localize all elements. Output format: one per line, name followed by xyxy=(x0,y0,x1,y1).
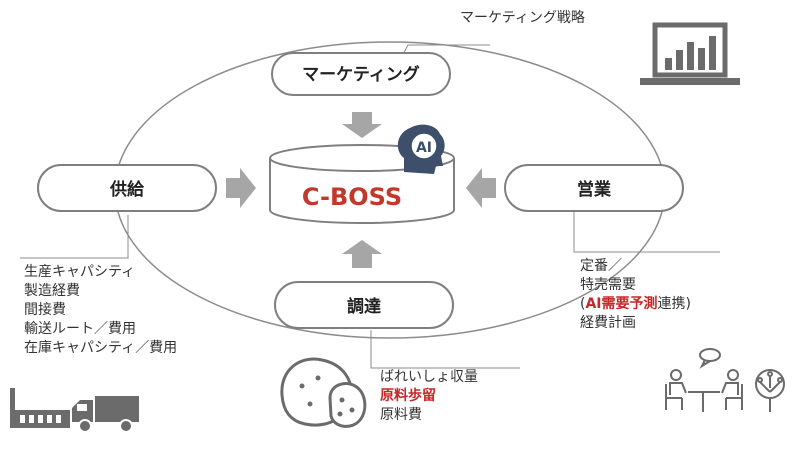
arrow-from-supply xyxy=(226,168,256,208)
center-label: C-BOSS xyxy=(302,183,402,211)
sales-item-3-rest: 連携) xyxy=(657,296,691,312)
node-sales-label: 営業 xyxy=(577,179,611,200)
supply-item: 輸送ルート／費用 xyxy=(24,321,136,337)
ai-demand-forecast-highlight: AI需要予測 xyxy=(585,296,658,312)
sales-item-3-open: ( xyxy=(580,296,586,312)
procurement-notes: ばれいしょ収量 原料歩留 原料費 xyxy=(380,368,478,425)
supply-notes: 生産キャパシティ 製造経費 間接費 輸送ルート／費用 在庫キャパシティ／費用 xyxy=(24,263,177,358)
supply-item: 在庫キャパシティ／費用 xyxy=(24,340,178,356)
sales-callout-line xyxy=(573,212,720,253)
node-procurement: 調達 xyxy=(274,281,454,329)
node-marketing-label: マーケティング xyxy=(302,64,420,85)
arrow-from-marketing xyxy=(342,112,382,138)
laptop-chart-icon xyxy=(640,22,740,85)
potato-icon xyxy=(280,357,367,428)
sales-item-2: 特売需要 xyxy=(580,277,636,293)
node-marketing: マーケティング xyxy=(271,52,451,96)
node-supply-label: 供給 xyxy=(109,179,145,200)
node-procurement-label: 調達 xyxy=(347,296,381,317)
marketing-strategy-label: マーケティング戦略 xyxy=(460,10,585,26)
sales-item-4: 経費計画 xyxy=(580,315,636,331)
node-sales: 営業 xyxy=(504,164,684,212)
supply-callout-line xyxy=(20,215,129,259)
supply-item: 製造経費 xyxy=(24,283,80,299)
ai-badge-label: AI xyxy=(416,140,432,156)
factory-icon xyxy=(10,388,70,428)
sales-notes: 定番／ 特売需要 (AI需要予測連携) 経費計画 xyxy=(580,257,691,333)
sales-item-3: (AI需要予測連携) xyxy=(580,295,691,314)
marketing-strategy-note: マーケティング戦略 xyxy=(460,9,585,28)
procurement-item-3: 原料費 xyxy=(380,407,422,423)
supply-item: 間接費 xyxy=(24,302,66,318)
arrow-from-procurement xyxy=(342,240,382,268)
procurement-callout-line xyxy=(370,330,520,369)
sales-item-1: 定番／ xyxy=(580,258,622,274)
procurement-item-1: ばれいしょ収量 xyxy=(380,369,478,385)
node-supply: 供給 xyxy=(37,164,217,212)
raw-material-yield-highlight: 原料歩留 xyxy=(380,388,436,404)
meeting-icon xyxy=(665,348,743,412)
arrow-from-sales xyxy=(466,168,496,208)
circuit-tree-icon xyxy=(755,369,785,412)
ai-head-icon: AI xyxy=(397,124,445,174)
supply-item: 生産キャパシティ xyxy=(24,264,136,280)
truck-icon xyxy=(72,396,139,433)
